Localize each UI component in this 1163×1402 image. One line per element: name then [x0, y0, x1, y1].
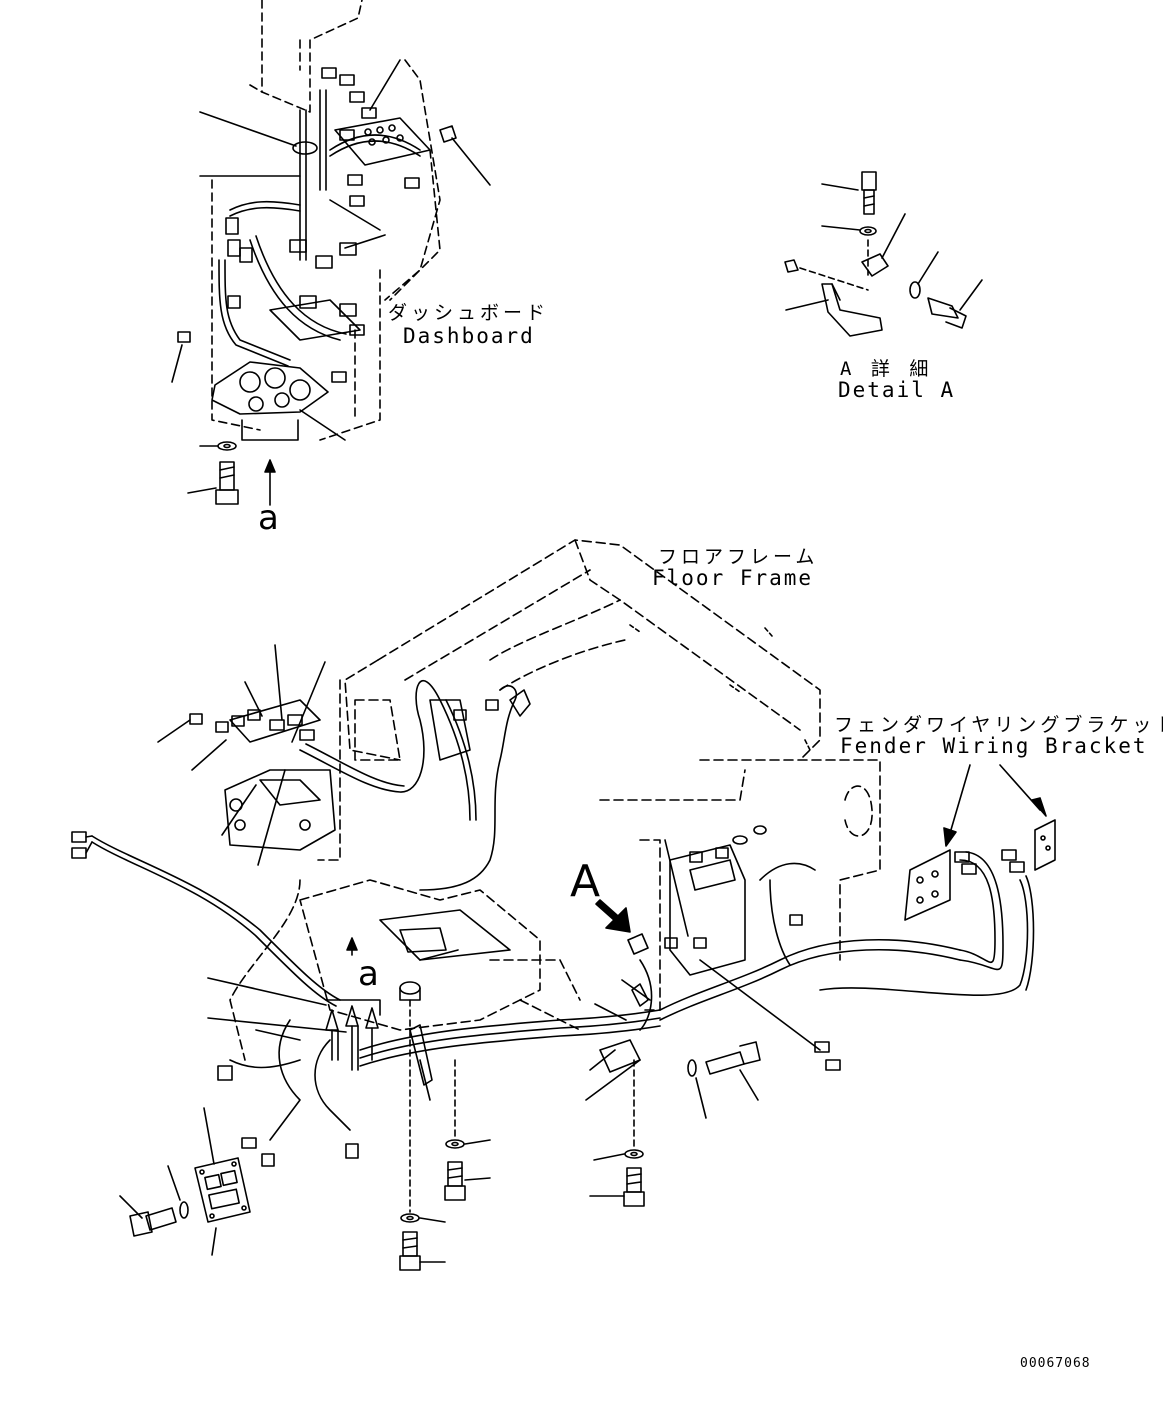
detail-a-assembly	[784, 171, 983, 337]
arrow-marker-a-lower: a	[358, 954, 379, 994]
arrow-marker-a-upper: a	[258, 498, 279, 538]
fender-bracket-label-jp: フェンダワイヤリングブラケット	[834, 714, 1163, 736]
view-marker-a: A	[570, 856, 601, 907]
dashboard-label-en: Dashboard	[403, 324, 535, 348]
floor-frame-label-en: Floor Frame	[652, 566, 814, 590]
drawing-code: 00067068	[1020, 1356, 1091, 1371]
floor-frame-assembly	[71, 539, 1056, 1271]
floor-frame-label-jp: フロアフレーム	[658, 546, 819, 568]
dashboard-label-jp: ダッシュボード	[388, 302, 550, 324]
detail-a-label-en: Detail A	[838, 378, 956, 402]
fender-bracket-label-en: Fender Wiring Bracket	[840, 734, 1148, 758]
detail-a-label-jp: A 詳 細	[840, 358, 933, 380]
dashboard-assembly	[171, 0, 491, 506]
